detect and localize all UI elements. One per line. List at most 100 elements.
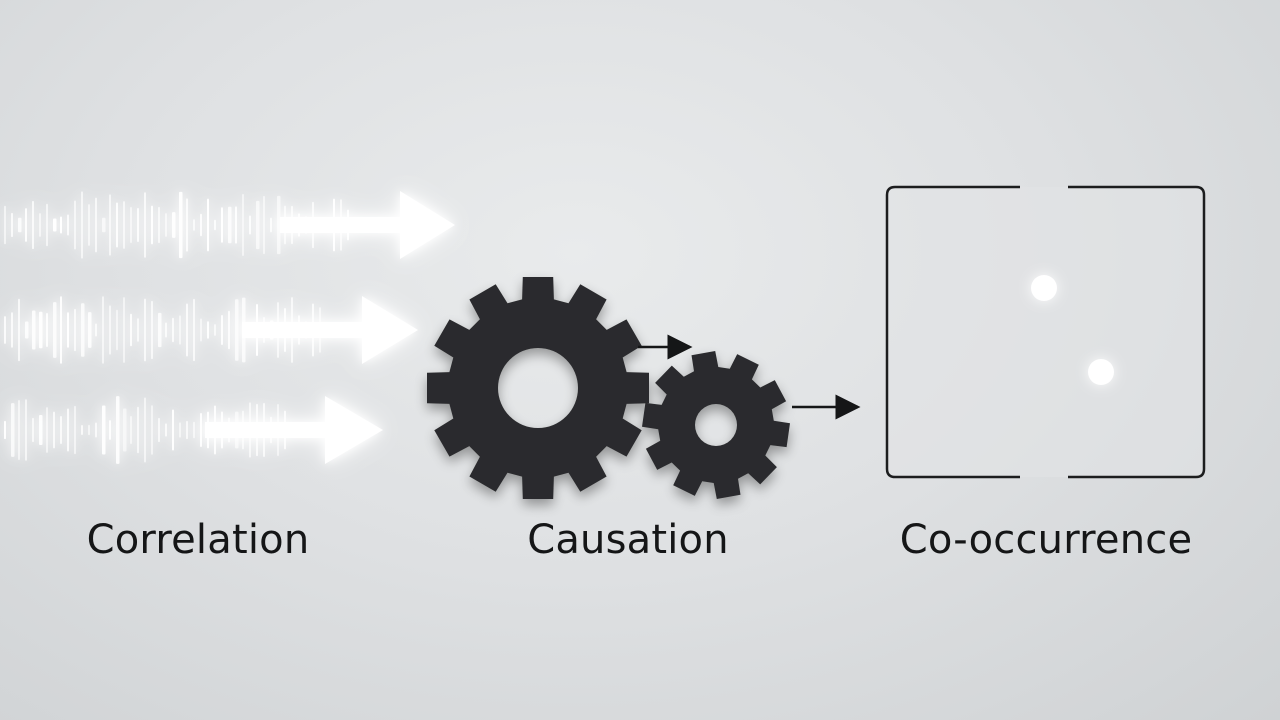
glow-dot-icon	[1031, 275, 1057, 301]
signal-bar	[228, 206, 232, 244]
signal-bar	[88, 424, 90, 436]
signal-bar	[4, 205, 6, 245]
signal-bar	[123, 201, 125, 249]
signal-bar	[102, 405, 106, 455]
gears-icon	[427, 277, 790, 499]
signal-bar	[270, 217, 272, 233]
signal-bar	[4, 420, 6, 440]
causation-label: Causation	[527, 517, 729, 563]
small-gear-icon	[642, 351, 790, 499]
signal-bar	[53, 302, 57, 358]
signal-bar	[200, 413, 202, 447]
arrow-shaft	[280, 217, 402, 233]
signal-bar	[116, 202, 118, 248]
signal-bar	[123, 297, 125, 363]
signal-bar	[60, 216, 62, 234]
signal-bar	[144, 192, 146, 258]
signal-bar	[221, 314, 223, 346]
co-occurrence-label: Co-occurrence	[899, 517, 1193, 563]
signal-bar	[193, 298, 195, 362]
signal-bar	[39, 311, 43, 349]
signal-bar	[25, 399, 27, 461]
signal-bar	[109, 305, 111, 355]
signal-bar	[172, 317, 174, 343]
signal-bar	[11, 403, 15, 457]
signal-bar	[130, 416, 132, 444]
signal-bar	[60, 296, 62, 364]
arrow-shaft	[205, 422, 327, 438]
signal-bar	[4, 316, 6, 344]
signal-bar	[53, 411, 55, 449]
signal-bar	[137, 208, 139, 242]
signal-bar	[130, 313, 132, 347]
signal-bar	[32, 417, 34, 443]
signal-bar	[158, 417, 160, 443]
signal-bar	[11, 212, 13, 238]
signal-bar	[32, 200, 34, 250]
signal-bar	[186, 303, 188, 357]
signal-bar	[165, 423, 167, 437]
signal-bar	[109, 194, 111, 256]
bracket-frame-with-dots-icon	[885, 185, 1206, 479]
signal-bar	[165, 322, 167, 338]
signal-bar	[74, 405, 76, 455]
signal-bar	[144, 397, 146, 463]
signal-bar	[186, 198, 188, 252]
signal-bar	[102, 296, 104, 364]
signal-bar	[193, 219, 195, 231]
signal-bar	[200, 213, 202, 237]
signal-bar	[151, 205, 153, 245]
signal-bar	[39, 414, 43, 446]
signal-bar	[151, 300, 153, 360]
signal-bar	[144, 298, 146, 362]
signal-bar	[67, 214, 69, 236]
signal-bar	[39, 213, 41, 237]
signal-bar	[228, 310, 230, 350]
frame-panel	[887, 187, 1204, 477]
signal-bar	[123, 408, 127, 452]
signal-bar	[179, 315, 181, 345]
signal-bar	[60, 416, 62, 444]
signal-bar	[95, 323, 97, 337]
signal-bar	[46, 407, 48, 453]
correlation-label: Correlation	[86, 517, 310, 563]
signal-bar	[95, 197, 97, 253]
signal-bar	[235, 299, 239, 361]
arrow-head-icon	[362, 296, 418, 364]
signal-bar	[193, 421, 195, 439]
signal-bar	[67, 408, 69, 452]
signal-bar	[81, 424, 83, 436]
glow-dot-icon	[1088, 359, 1114, 385]
signal-bar	[214, 219, 216, 231]
signal-bar	[18, 217, 22, 233]
left-bracket-icon	[885, 185, 1020, 479]
arrow-head-icon	[325, 396, 383, 464]
signal-bar	[11, 312, 13, 348]
signal-bar	[158, 312, 162, 348]
signal-bar	[214, 324, 216, 336]
signal-bar	[25, 321, 29, 339]
signal-bar	[81, 303, 85, 357]
signal-bar	[18, 298, 20, 362]
signal-bar	[242, 194, 244, 256]
signal-bar	[263, 195, 265, 255]
signal-bar	[277, 195, 281, 255]
arrow-shaft	[242, 322, 364, 338]
right-bracket-icon	[1068, 185, 1206, 479]
signal-bar	[256, 200, 260, 250]
signal-bar	[32, 310, 36, 350]
signal-bar	[172, 212, 176, 238]
signal-bar	[249, 215, 251, 235]
signal-bar	[137, 318, 139, 342]
signal-bar	[102, 217, 106, 233]
signal-bar	[18, 399, 20, 461]
large-gear-icon	[427, 277, 649, 499]
signal-bar	[74, 308, 76, 352]
signal-bar	[109, 420, 111, 440]
signal-bar	[207, 198, 209, 252]
signal-bar	[221, 207, 223, 243]
signal-bar	[186, 420, 188, 440]
signal-bar	[200, 318, 202, 342]
signal-bar	[207, 321, 209, 339]
